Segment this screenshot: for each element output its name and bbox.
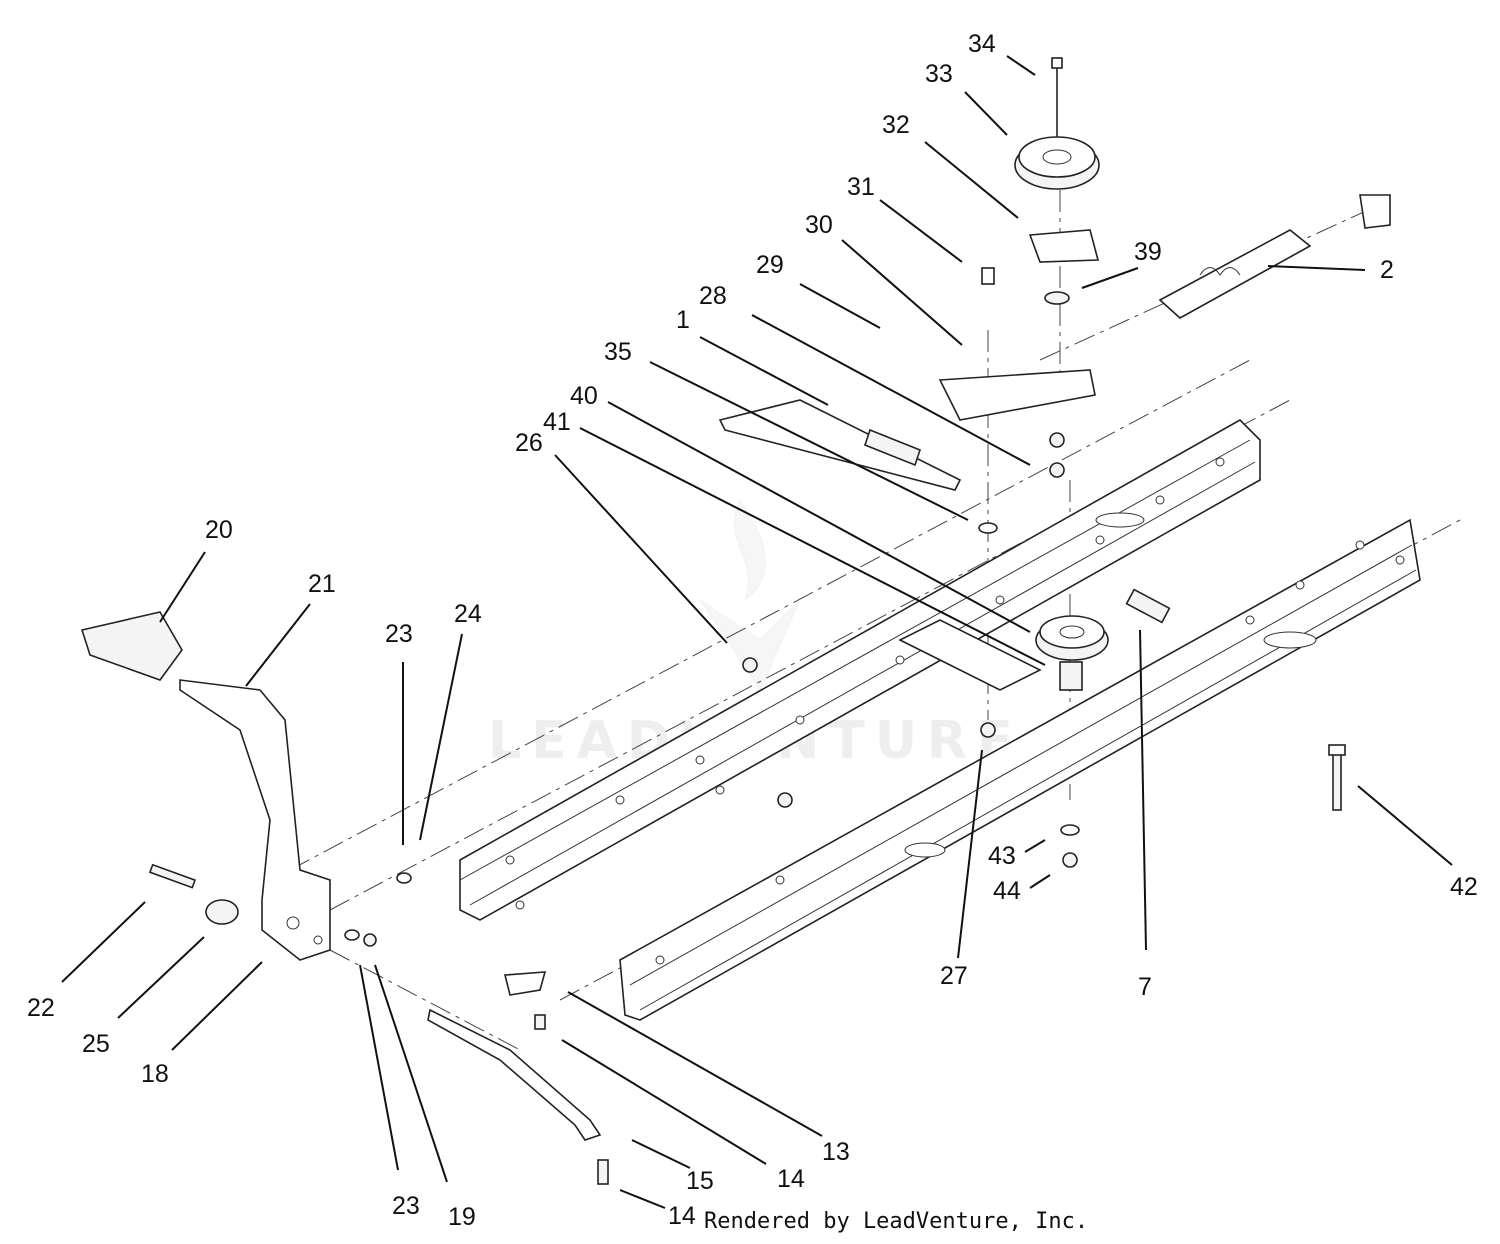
callout-27: 27 bbox=[940, 962, 968, 990]
callout-7: 7 bbox=[1138, 973, 1152, 1001]
callout-32: 32 bbox=[882, 111, 910, 139]
callout-39: 39 bbox=[1134, 238, 1162, 266]
rendered-by-credit: Rendered by LeadVenture, Inc. bbox=[704, 1209, 1088, 1234]
idler-pulley-assembly bbox=[938, 57, 1100, 421]
callout-30: 30 bbox=[805, 211, 833, 239]
callout-35: 35 bbox=[604, 338, 632, 366]
callout-14-bottom: 14 bbox=[668, 1202, 696, 1230]
callout-18: 18 bbox=[141, 1060, 169, 1088]
pedal-hardware bbox=[148, 863, 412, 947]
callout-24: 24 bbox=[454, 600, 482, 628]
callout-14-right: 14 bbox=[777, 1165, 805, 1193]
brake-rod bbox=[427, 971, 609, 1185]
callout-21: 21 bbox=[308, 570, 336, 598]
callout-33: 33 bbox=[925, 60, 953, 88]
watermark-logo bbox=[699, 499, 801, 692]
callout-42: 42 bbox=[1450, 873, 1478, 901]
hardware-nuts bbox=[742, 432, 1346, 868]
callout-23-lower: 23 bbox=[392, 1192, 420, 1220]
callout-1: 1 bbox=[676, 306, 690, 334]
brake-pedal bbox=[80, 611, 331, 961]
callout-41: 41 bbox=[543, 408, 571, 436]
tension-spring-left bbox=[718, 399, 962, 491]
callout-44: 44 bbox=[993, 877, 1021, 905]
callout-31: 31 bbox=[847, 173, 875, 201]
callout-13: 13 bbox=[822, 1138, 850, 1166]
tension-spring-right bbox=[1158, 194, 1391, 319]
bolt-7 bbox=[1125, 588, 1171, 624]
callout-15: 15 bbox=[686, 1167, 714, 1195]
callout-20: 20 bbox=[205, 516, 233, 544]
callout-34: 34 bbox=[968, 30, 996, 58]
frame-holes bbox=[505, 457, 1405, 965]
frame-rail-lower bbox=[619, 518, 1421, 1021]
callout-labels: 34 33 32 31 30 39 2 29 28 1 35 40 41 26 … bbox=[27, 30, 1478, 1231]
callout-43: 43 bbox=[988, 842, 1016, 870]
frame-rail-upper bbox=[459, 419, 1261, 921]
callout-29: 29 bbox=[756, 251, 784, 279]
callout-40: 40 bbox=[570, 382, 598, 410]
callout-19: 19 bbox=[448, 1203, 476, 1231]
callout-25: 25 bbox=[82, 1030, 110, 1058]
callout-22: 22 bbox=[27, 994, 55, 1022]
callout-26: 26 bbox=[515, 429, 543, 457]
callout-28: 28 bbox=[699, 282, 727, 310]
lower-idler-pulley bbox=[1035, 615, 1109, 691]
callout-23-upper: 23 bbox=[385, 620, 413, 648]
callout-2: 2 bbox=[1380, 256, 1394, 284]
leader-lines bbox=[61, 55, 1453, 1209]
